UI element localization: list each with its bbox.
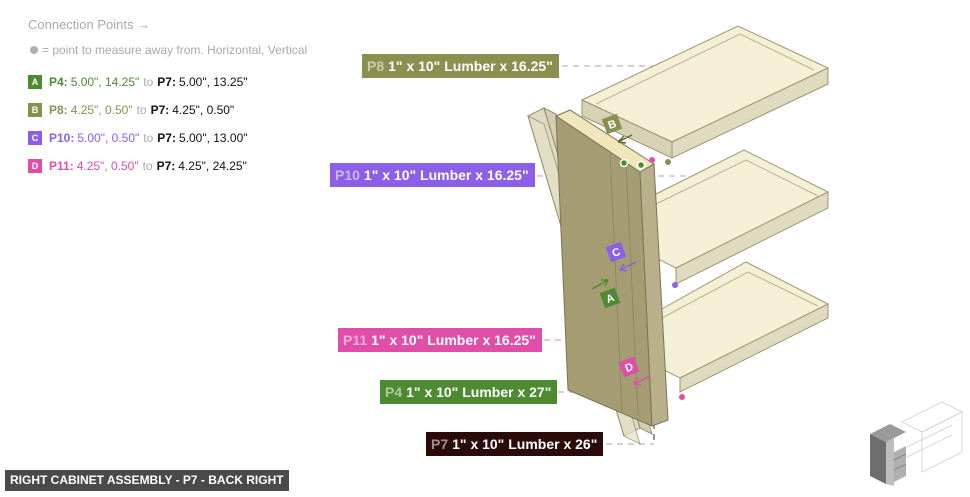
- svg-text:A: A: [605, 292, 617, 306]
- arrow-a-icon: [591, 279, 609, 290]
- connection-list: A P4: 5.00", 14.25" to P7: 5.00", 13.25"…: [28, 68, 307, 180]
- from-value: 4.25", 0.50": [76, 159, 139, 173]
- to-word: to: [136, 103, 147, 117]
- thumbnail-back: [894, 446, 906, 482]
- to-word: to: [142, 159, 153, 173]
- to-part: P7:: [150, 103, 170, 117]
- part-id: P8: [367, 58, 385, 74]
- part-label: 1" x 10" Lumber x 27": [406, 384, 552, 400]
- from-part: P10:: [49, 131, 75, 145]
- to-value: 5.00", 13.25": [178, 75, 248, 89]
- from-part: P4:: [49, 75, 68, 89]
- part-label: 1" x 10" Lumber x 16.25": [388, 58, 553, 74]
- part-label: 1" x 10" Lumber x 16.25": [363, 167, 529, 183]
- to-part: P7:: [157, 131, 176, 145]
- to-value: 4.25", 0.50": [172, 103, 235, 117]
- connection-dot: [649, 157, 655, 163]
- thumbnail-ghost-cabinet: [901, 401, 963, 473]
- connection-points-legend: Connection Points → = point to measure a…: [28, 16, 307, 180]
- legend-note-text: = point to measure away from. Horizontal…: [42, 43, 308, 57]
- from-value: 5.00", 14.25": [70, 75, 140, 89]
- from-part: P11:: [49, 159, 74, 173]
- thumbnail-top: [870, 424, 906, 442]
- connection-dot: [665, 159, 671, 165]
- shelf-p8: [580, 25, 830, 159]
- arrow-c-icon: [619, 261, 637, 272]
- legend-title: Connection Points →: [28, 17, 151, 32]
- arrow-d-icon: [633, 375, 651, 386]
- badge-c: C: [28, 131, 42, 145]
- shelf-p10: [651, 149, 830, 285]
- connection-dot: [679, 394, 685, 400]
- thumbnail-side: [870, 434, 886, 484]
- part-label: 1" x 10" Lumber x 16.25": [371, 332, 536, 348]
- shelf-p11: [659, 261, 830, 393]
- arrow-b-icon: [617, 134, 633, 144]
- measure-point-dot-icon: [30, 46, 38, 54]
- marker-d: D: [618, 356, 640, 378]
- from-value: 5.00", 0.50": [77, 131, 140, 145]
- connection-c: C P10: 5.00", 0.50" to P7: 5.00", 13.00": [28, 124, 307, 152]
- assembly-step-title: RIGHT CABINET ASSEMBLY - P7 - BACK RIGHT: [5, 470, 289, 491]
- to-part: P7:: [156, 159, 176, 173]
- connection-dot: [672, 282, 678, 288]
- part-id: P4: [385, 384, 403, 400]
- to-word: to: [143, 131, 154, 145]
- thumbnail-edge: [886, 438, 894, 486]
- marker-a: A: [599, 287, 621, 309]
- part-id: P10: [335, 167, 360, 183]
- to-value: 4.25", 24.25": [178, 159, 247, 173]
- badge-b: B: [28, 103, 42, 117]
- legend-note: = point to measure away from. Horizontal…: [30, 42, 307, 58]
- from-part: P8:: [49, 103, 68, 117]
- svg-text:B: B: [607, 118, 619, 132]
- from-value: 4.25", 0.50": [70, 103, 133, 117]
- connection-b: B P8: 4.25", 0.50" to P7: 4.25", 0.50": [28, 96, 307, 124]
- connection-dot: [619, 158, 629, 168]
- svg-text:D: D: [624, 361, 636, 375]
- marker-c: C: [605, 241, 627, 263]
- connection-a: A P4: 5.00", 14.25" to P7: 5.00", 13.25": [28, 68, 307, 96]
- part-id: P11: [343, 332, 368, 348]
- connection-d: D P11: 4.25", 0.50" to P7: 4.25", 24.25": [28, 152, 307, 180]
- svg-text:C: C: [611, 246, 623, 260]
- marker-b: B: [601, 113, 623, 135]
- panel-p7: [554, 109, 669, 427]
- part-id: P7: [431, 436, 449, 452]
- connection-dot: [636, 160, 646, 170]
- part-label: 1" x 10" Lumber x 26": [452, 436, 598, 452]
- to-word: to: [143, 75, 154, 89]
- badge-a: A: [28, 75, 42, 89]
- to-value: 5.00", 13.00": [178, 131, 248, 145]
- assembly-thumbnail[interactable]: [862, 392, 966, 492]
- badge-d: D: [28, 159, 42, 173]
- to-part: P7:: [157, 75, 176, 89]
